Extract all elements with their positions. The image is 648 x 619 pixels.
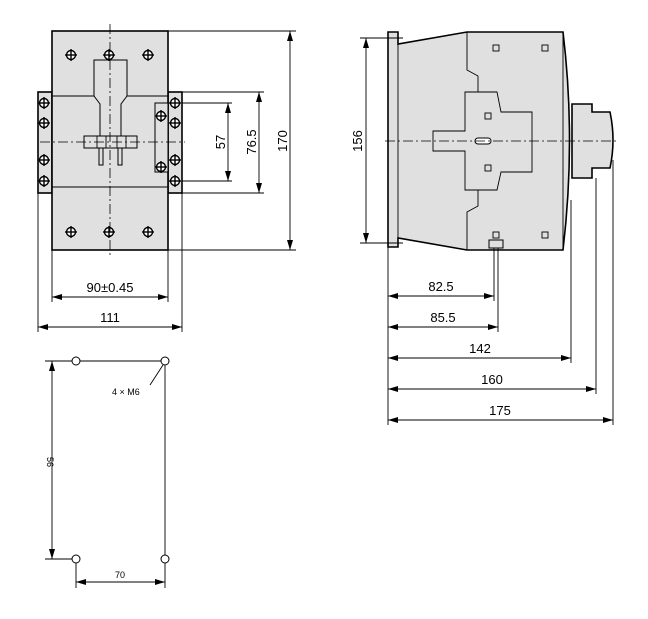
dim-width-90: 90±0.45 — [87, 280, 134, 295]
dim-depth-142: 142 — [469, 341, 491, 356]
hole-label: 4 × M6 — [112, 387, 140, 397]
dim-side-height-156: 156 — [350, 130, 365, 152]
dim-mount-56: 56 — [45, 457, 55, 467]
dim-depth-82-5: 82.5 — [428, 279, 453, 294]
side-view: 156 82.5 85.5 142 160 175 — [350, 31, 618, 425]
dim-terminal-76-5: 76.5 — [244, 129, 259, 154]
dim-depth-175: 175 — [489, 403, 511, 418]
front-view: 170 76.5 57 90±0.45 111 — [37, 24, 296, 332]
mounting-pattern: 4 × M6 56 70 — [45, 356, 170, 588]
dim-terminal-57: 57 — [213, 135, 228, 149]
mounting-hole-icons — [71, 356, 170, 564]
dim-depth-160: 160 — [481, 372, 503, 387]
dim-width-111: 111 — [100, 310, 120, 325]
dim-depth-85-5: 85.5 — [430, 310, 455, 325]
dim-height-170: 170 — [275, 130, 290, 152]
dim-mount-70: 70 — [115, 570, 125, 580]
